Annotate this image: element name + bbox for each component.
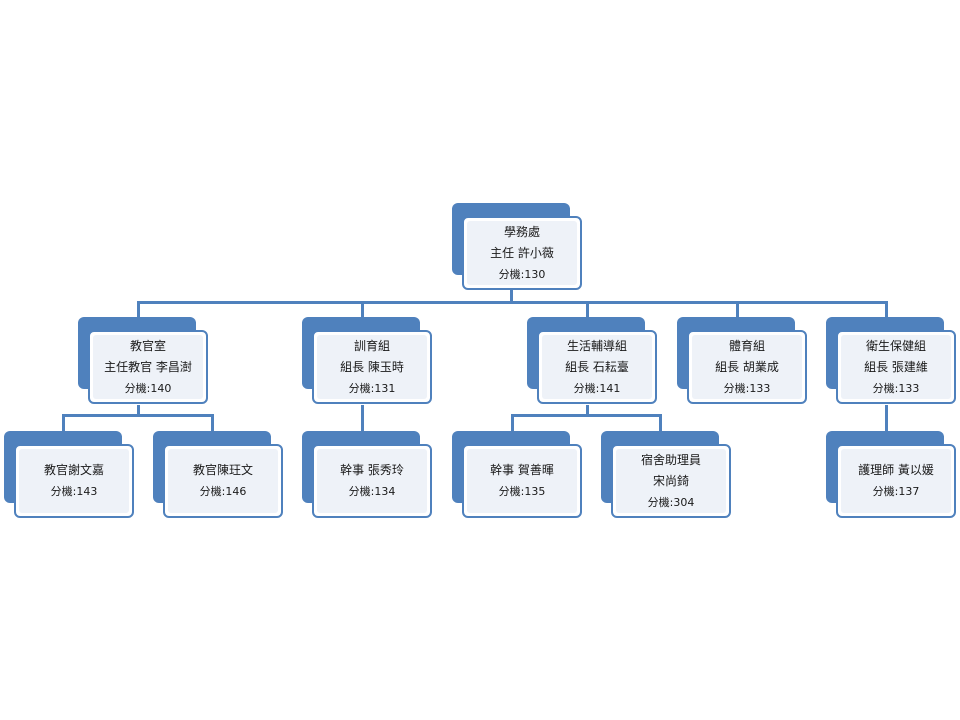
node-head: 主任 許小薇 <box>490 245 554 260</box>
division-node: 體育組 組長 胡業成 分機:133 <box>677 317 807 404</box>
node-card: 體育組 組長 胡業成 分機:133 <box>687 330 807 404</box>
node-card: 教官陳玨文 分機:146 <box>163 444 283 518</box>
staff-drop-connector <box>586 405 589 417</box>
node-extension: 分機:146 <box>199 485 247 498</box>
division-drop-connector <box>736 301 739 329</box>
staff-drop-connector <box>361 405 364 432</box>
node-title: 衛生保健組 <box>865 338 926 353</box>
node-extension: 分機:131 <box>348 381 396 395</box>
node-title: 訓育組 <box>353 338 390 353</box>
staff-bus-connector <box>62 414 214 417</box>
staff-node: 教官謝文嘉 分機:143 <box>4 431 134 518</box>
division-node: 教官室 主任教官 李昌澍 分機:140 <box>78 317 208 404</box>
node-card: 學務處 主任 許小薇 分機:130 <box>462 216 582 290</box>
node-title: 學務處 <box>503 224 540 239</box>
node-name: 宋尚錡 <box>652 473 689 488</box>
node-name: 護理師 黃以媛 <box>858 463 934 477</box>
staff-node: 幹事 賀善暉 分機:135 <box>452 431 582 518</box>
node-role: 宿舍助理員 <box>640 452 701 467</box>
node-extension: 分機:140 <box>124 381 172 395</box>
node-name: 教官陳玨文 <box>192 463 253 477</box>
node-card: 護理師 黃以媛 分機:137 <box>836 444 956 518</box>
node-extension: 分機:137 <box>872 485 920 498</box>
node-card: 宿舍助理員 宋尚錡 分機:304 <box>611 444 731 518</box>
node-head: 組長 胡業成 <box>715 359 779 374</box>
staff-drop-connector <box>659 414 662 432</box>
node-head: 組長 陳玉時 <box>340 359 404 374</box>
node-extension: 分機:304 <box>647 495 695 509</box>
root-drop-connector <box>510 288 513 304</box>
division-drop-connector <box>137 301 140 329</box>
node-card: 訓育組 組長 陳玉時 分機:131 <box>312 330 432 404</box>
division-node: 生活輔導組 組長 石耘臺 分機:141 <box>527 317 657 404</box>
node-extension: 分機:134 <box>348 485 396 498</box>
node-card: 幹事 賀善暉 分機:135 <box>462 444 582 518</box>
staff-drop-connector <box>62 414 65 432</box>
staff-node: 護理師 黃以媛 分機:137 <box>826 431 956 518</box>
division-drop-connector <box>361 301 364 329</box>
staff-drop-connector <box>211 414 214 432</box>
node-card: 衛生保健組 組長 張建維 分機:133 <box>836 330 956 404</box>
node-extension: 分機:135 <box>498 485 546 498</box>
node-title: 教官室 <box>129 338 166 353</box>
node-title: 體育組 <box>728 338 765 353</box>
node-extension: 分機:133 <box>872 381 920 395</box>
node-title: 生活輔導組 <box>566 338 627 353</box>
staff-node: 宿舍助理員 宋尚錡 分機:304 <box>601 431 731 518</box>
node-card: 幹事 張秀玲 分機:134 <box>312 444 432 518</box>
node-name: 幹事 賀善暉 <box>490 463 554 477</box>
node-head: 組長 石耘臺 <box>565 359 629 374</box>
staff-bus-connector <box>511 414 662 417</box>
node-extension: 分機:133 <box>723 381 771 395</box>
node-extension: 分機:141 <box>573 381 621 395</box>
node-card: 教官室 主任教官 李昌澍 分機:140 <box>88 330 208 404</box>
staff-node: 幹事 張秀玲 分機:134 <box>302 431 432 518</box>
staff-node: 教官陳玨文 分機:146 <box>153 431 283 518</box>
division-drop-connector <box>885 301 888 329</box>
division-bus-connector <box>137 301 888 304</box>
node-head: 組長 張建維 <box>864 359 928 374</box>
staff-drop-connector <box>511 414 514 432</box>
node-card: 教官謝文嘉 分機:143 <box>14 444 134 518</box>
division-drop-connector <box>586 301 589 329</box>
node-name: 幹事 張秀玲 <box>340 463 404 477</box>
root-node: 學務處 主任 許小薇 分機:130 <box>452 203 582 290</box>
node-extension: 分機:143 <box>50 485 98 498</box>
node-head: 主任教官 李昌澍 <box>104 359 192 374</box>
division-node: 訓育組 組長 陳玉時 分機:131 <box>302 317 432 404</box>
division-node: 衛生保健組 組長 張建維 分機:133 <box>826 317 956 404</box>
node-name: 教官謝文嘉 <box>43 463 104 477</box>
staff-drop-connector <box>885 405 888 432</box>
node-extension: 分機:130 <box>498 267 546 281</box>
staff-drop-connector <box>137 405 140 417</box>
node-card: 生活輔導組 組長 石耘臺 分機:141 <box>537 330 657 404</box>
